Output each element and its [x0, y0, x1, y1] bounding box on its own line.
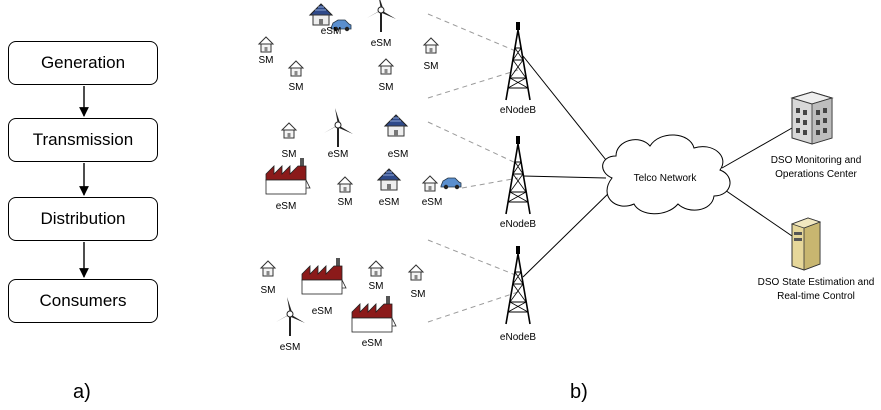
cell-tower-icon	[505, 135, 531, 215]
dso-state-label-line1: DSO State Estimation and	[758, 277, 875, 288]
cluster-top	[258, 0, 439, 77]
house-icon	[368, 260, 384, 277]
house-icon	[378, 58, 394, 75]
cell-tower-icon	[505, 245, 531, 325]
house-icon	[422, 175, 438, 192]
esm-label: eSM	[280, 342, 301, 353]
esm-label: eSM	[388, 149, 409, 160]
flow-box-transmission: Transmission	[8, 118, 158, 162]
cluster-bottom	[260, 257, 424, 337]
sm-label: SM	[261, 285, 276, 296]
house-icon	[337, 176, 353, 193]
electric-car-icon	[440, 177, 462, 190]
dso-monitoring-label-line2: Operations Center	[775, 169, 857, 180]
esm-label: eSM	[362, 338, 383, 349]
esm-label: eSM	[379, 197, 400, 208]
backhaul-links	[522, 55, 793, 278]
sm-label: SM	[411, 289, 426, 300]
panel-label-b: b)	[570, 381, 588, 403]
sm-label: SM	[379, 82, 394, 93]
esm-label: eSM	[312, 306, 333, 317]
device-labels: eSM eSM SM SM SM SM SM eSM eSM eSM SM eS…	[259, 26, 875, 353]
wireless-links	[427, 13, 519, 323]
dso-state-label-line2: Real-time Control	[777, 291, 855, 302]
house-icon	[288, 60, 304, 77]
house-icon	[408, 264, 424, 281]
flow-box-label: Transmission	[32, 130, 134, 149]
flow-box-label: Distribution	[40, 209, 126, 228]
enodeb-label: eNodeB	[500, 105, 536, 116]
solar-house-icon	[377, 168, 401, 191]
wind-turbine-icon	[366, 0, 397, 33]
flow-box-label: Consumers	[39, 291, 127, 310]
flow-box-consumers: Consumers	[8, 279, 158, 323]
office-building-icon	[790, 91, 834, 145]
factory-icon	[265, 157, 311, 195]
esm-label: eSM	[276, 201, 297, 212]
solar-house-icon	[384, 114, 408, 137]
dso-monitoring-label-line1: DSO Monitoring and	[771, 155, 862, 166]
esm-label: eSM	[328, 149, 349, 160]
cloud-icon	[602, 134, 731, 215]
factory-icon	[351, 295, 397, 333]
esm-label: eSM	[422, 197, 443, 208]
solar-house-icon	[309, 3, 333, 26]
house-icon	[260, 260, 276, 277]
enodeb-label: eNodeB	[500, 332, 536, 343]
sm-label: SM	[259, 55, 274, 66]
house-icon	[258, 36, 274, 53]
house-icon	[281, 122, 297, 139]
sm-label: SM	[289, 82, 304, 93]
wind-turbine-icon	[323, 107, 354, 148]
flow-box-distribution: Distribution	[8, 197, 158, 241]
server-icon	[790, 217, 822, 271]
flow-box-label: Generation	[40, 53, 126, 72]
esm-label: eSM	[371, 38, 392, 49]
sm-label: SM	[369, 281, 384, 292]
sm-label: SM	[338, 197, 353, 208]
panel-label-a: a)	[73, 381, 91, 403]
sm-label: SM	[282, 149, 297, 160]
wind-turbine-icon	[275, 296, 306, 337]
telco-network-label: Telco Network	[634, 173, 698, 184]
house-icon	[423, 37, 439, 54]
enodeb-label: eNodeB	[500, 219, 536, 230]
sm-label: SM	[424, 61, 439, 72]
factory-icon	[301, 257, 347, 295]
flow-box-generation: Generation	[8, 41, 158, 85]
esm-label: eSM	[321, 26, 342, 37]
